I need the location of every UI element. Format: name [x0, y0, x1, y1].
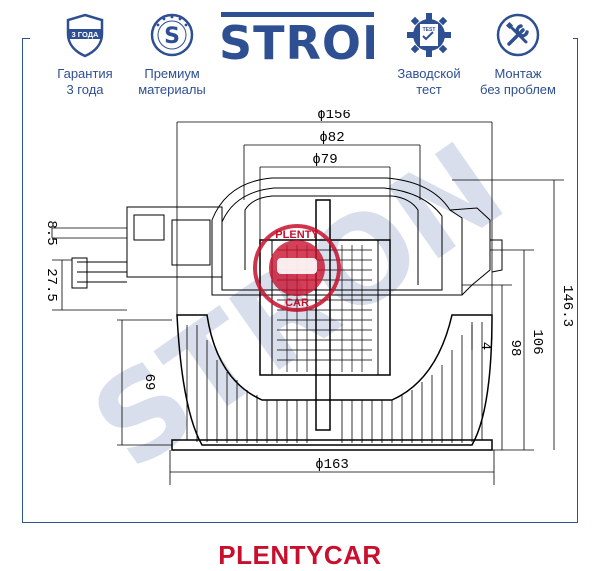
- dim-left-c: 69: [141, 374, 157, 391]
- blower-motor-technical-drawing: STRON: [43, 110, 575, 497]
- shield-3years-icon: 3 ГОДА: [66, 13, 104, 58]
- car-icon: [277, 258, 317, 274]
- dim-bottom: ϕ163: [315, 457, 349, 473]
- stamp-top-text: PLENTY: [275, 229, 319, 241]
- stron-logo: STRON: [219, 12, 402, 70]
- dim-right-b: 98: [507, 340, 523, 357]
- premium-star-s-icon: S: [150, 13, 194, 57]
- stamp-bottom-text: CAR: [285, 297, 309, 309]
- logo-text: STRON: [219, 16, 402, 70]
- dim-left-b: 27.5: [43, 268, 59, 302]
- installation-label: Монтаж без проблем: [463, 66, 573, 98]
- premium-badge-letter: S: [164, 24, 180, 49]
- installation-badge: Монтаж без проблем: [463, 12, 573, 98]
- plentycar-stamp: PLENTY CAR: [253, 224, 341, 312]
- wrench-screwdriver-icon: [496, 13, 540, 57]
- motor-outline: [71, 177, 503, 451]
- dim-right-d: 146.3: [559, 285, 575, 327]
- warranty-label: Гарантия 3 года: [30, 66, 140, 98]
- factory-test-label-line1: Заводской: [397, 66, 461, 81]
- premium-label-line2: материалы: [138, 82, 206, 97]
- premium-badge: S Премиум материалы: [117, 12, 227, 98]
- test-badge-text: TEST: [423, 27, 436, 33]
- gear-test-icon: TEST: [407, 13, 451, 57]
- factory-test-label-line2: тест: [416, 82, 442, 97]
- warranty-label-line2: 3 года: [66, 82, 104, 97]
- dim-top-mid: ϕ82: [319, 130, 344, 146]
- dim-right-a: 4: [477, 342, 493, 350]
- dim-top-outer: ϕ156: [317, 110, 351, 123]
- dim-left-a: 8.5: [43, 220, 59, 245]
- warranty-label-line1: Гарантия: [57, 66, 113, 81]
- premium-label: Премиум материалы: [117, 66, 227, 98]
- installation-label-line1: Монтаж: [494, 66, 542, 81]
- warranty-badge-text: 3 ГОДА: [72, 30, 99, 39]
- logo-bar: [221, 12, 377, 17]
- installation-label-line2: без проблем: [480, 82, 556, 97]
- dim-right-c: 106: [529, 329, 545, 354]
- dim-top-inner: ϕ79: [312, 152, 337, 168]
- premium-label-line1: Премиум: [144, 66, 200, 81]
- dimension-lines: [51, 121, 564, 485]
- plentycar-footer: PLENTYCAR: [218, 540, 382, 570]
- factory-test-label: Заводской тест: [374, 66, 484, 98]
